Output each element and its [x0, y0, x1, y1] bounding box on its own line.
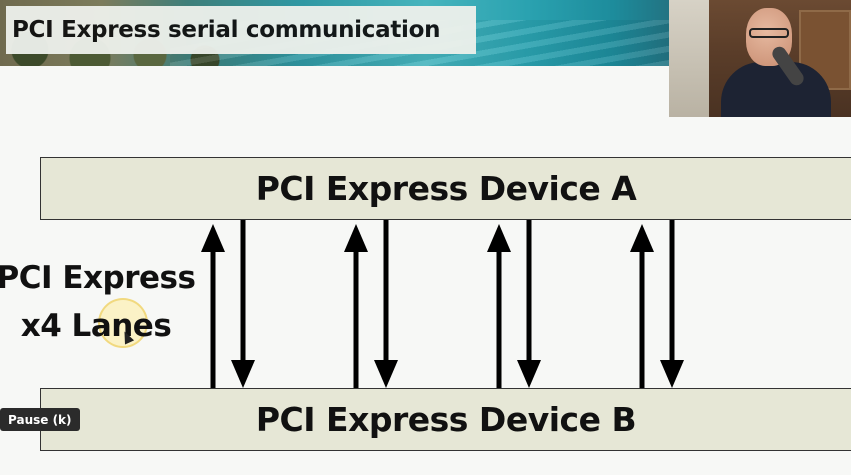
device-a-label: PCI Express Device A: [255, 169, 637, 208]
lane-4: [630, 220, 684, 388]
webcam-wall: [669, 0, 709, 117]
up-arrow-icon: [630, 224, 654, 252]
device-a-box: PCI Express Device A: [40, 157, 851, 220]
lanes-label-line2: x4 Lanes: [20, 308, 172, 344]
pause-tooltip: Pause (k): [0, 408, 80, 431]
lane-2: [344, 220, 398, 388]
down-arrow-icon: [231, 360, 255, 388]
lanes-label: PCI Express x4 Lanes: [0, 254, 196, 350]
lanes-label-line1: PCI Express: [0, 260, 196, 296]
presenter-webcam: [669, 0, 851, 117]
cursor-highlight: [98, 298, 148, 348]
lane-1: [201, 220, 255, 388]
slide-title-box: PCI Express serial communication: [6, 6, 476, 54]
down-arrow-icon: [660, 360, 684, 388]
device-b-box: PCI Express Device B: [40, 388, 851, 451]
down-arrow-icon: [517, 360, 541, 388]
up-arrow-icon: [487, 224, 511, 252]
presenter-glasses: [749, 28, 789, 38]
up-arrow-icon: [201, 224, 225, 252]
presenter-body: [721, 62, 831, 117]
slide-title: PCI Express serial communication: [12, 17, 441, 43]
up-arrow-icon: [344, 224, 368, 252]
device-b-label: PCI Express Device B: [255, 400, 637, 439]
down-arrow-icon: [374, 360, 398, 388]
lane-3: [487, 220, 541, 388]
